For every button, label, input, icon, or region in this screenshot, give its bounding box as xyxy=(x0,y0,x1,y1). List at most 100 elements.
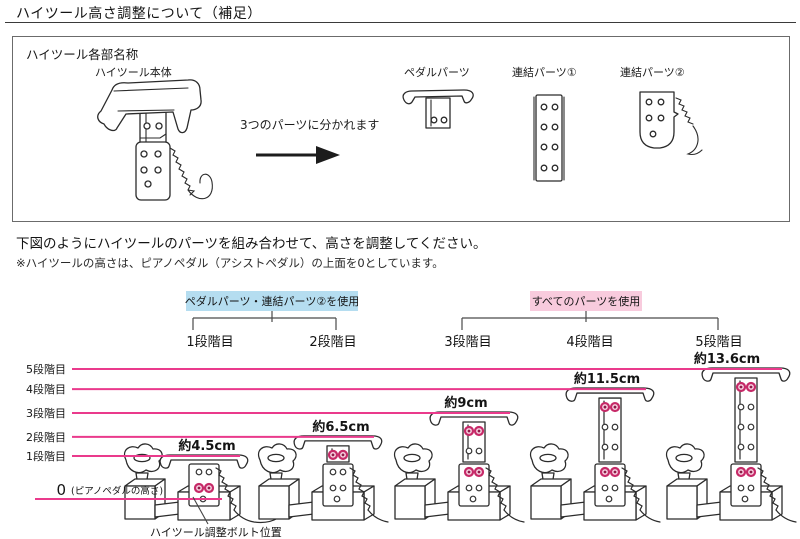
page-title: ハイツール高さ調整について（補足） xyxy=(16,6,262,22)
connector2-part-label: 連結パーツ② xyxy=(620,66,685,79)
bolt-hole xyxy=(601,423,609,431)
bolt-position-label: ハイツール調整ボルト位置 xyxy=(150,525,282,539)
pedal-part-label: ペダルパーツ xyxy=(404,66,470,79)
bolt-hole xyxy=(747,443,755,451)
group-label-box-1 xyxy=(186,291,358,311)
height-label-5: 約13.6cm xyxy=(694,351,760,367)
adjustment-bolt-center xyxy=(467,470,471,474)
connector2-illustration xyxy=(639,91,703,156)
wire xyxy=(367,509,389,523)
adjustment-bolt-center xyxy=(613,470,617,474)
connector1-illustration xyxy=(533,94,565,182)
wire xyxy=(639,509,661,523)
connector1-part-label: 連結パーツ① xyxy=(512,66,577,79)
bolt-hole xyxy=(339,468,347,476)
wire xyxy=(775,509,797,523)
adjustment-bolt-center xyxy=(739,470,743,474)
bolt-hole xyxy=(747,484,755,492)
group-bracket-2 xyxy=(461,311,719,330)
bolt-hole xyxy=(611,443,619,451)
bolt-hole xyxy=(611,484,619,492)
bolt-hole xyxy=(741,495,749,503)
axis-label-3: 3段階目 xyxy=(26,406,66,420)
adjustment-bolt-center xyxy=(477,429,481,433)
step-label-2段階目: 2段階目 xyxy=(309,335,356,350)
zero-label: 0 xyxy=(56,481,66,499)
clamp-knob-top xyxy=(675,453,693,463)
group-bracket-1 xyxy=(192,311,337,330)
parts-box-title: ハイツール各部名称 xyxy=(26,47,139,62)
bolt-hole xyxy=(205,468,213,476)
bolt-hole xyxy=(601,484,609,492)
instruction-note: ※ハイツールの高さは、ピアノペダル（アシストペダル）の上面を0としています。 xyxy=(16,256,444,270)
clamp-body xyxy=(666,485,698,520)
axis-label-1: 1段階目 xyxy=(26,449,66,463)
bolt-hole xyxy=(611,423,619,431)
height-label-3: 約9cm xyxy=(444,395,487,411)
clamp-body xyxy=(394,485,426,520)
adjustment-bolt-center xyxy=(613,405,617,409)
bolt-hole xyxy=(737,484,745,492)
bolt-hole xyxy=(329,468,337,476)
bolt-bracket xyxy=(322,463,354,507)
adjustment-bolt-center xyxy=(467,429,471,433)
clamp-knob-top xyxy=(539,453,557,463)
clamp-knob-top xyxy=(403,453,421,463)
bolt-hole xyxy=(737,423,745,431)
adjustment-bolt-center xyxy=(197,486,201,490)
adjustment-bolt-center xyxy=(207,486,211,490)
pedal-part-illustration xyxy=(402,89,474,129)
split-text: 3つのパーツに分かれます xyxy=(240,118,380,132)
spring xyxy=(349,467,371,511)
bolt-hole xyxy=(747,403,755,411)
body-pedal-bar xyxy=(97,79,202,134)
wire xyxy=(503,509,525,523)
bolt-hole xyxy=(747,423,755,431)
hitool-body-illustration xyxy=(97,79,213,201)
bolt-hole xyxy=(333,495,341,503)
height-diagram: 5段階目 4段階目 3段階目 2段階目 1段階目 0 (ピアノペダルの高さ) ペダルパーツ・連… xyxy=(26,291,797,539)
bolt-hole xyxy=(329,484,337,492)
adjustment-bolt-center xyxy=(749,470,753,474)
step-label-5段階目: 5段階目 xyxy=(695,335,742,350)
title-underline xyxy=(5,22,796,23)
adjustment-bolt-center xyxy=(341,453,345,457)
bolt-hole xyxy=(605,495,613,503)
hitool-body-label: ハイツール本体 xyxy=(95,66,172,79)
group-label-box-2 xyxy=(530,291,642,311)
adjustment-bolt-center xyxy=(331,453,335,457)
axis-label-5: 5段階目 xyxy=(26,362,66,376)
bolt-pointer-line xyxy=(192,496,209,525)
clamp-knob-top xyxy=(267,453,285,463)
bolt-hole xyxy=(475,484,483,492)
adjustment-bolt-center xyxy=(603,470,607,474)
bolt-hole xyxy=(195,468,203,476)
connector2-wire xyxy=(686,125,703,156)
spring xyxy=(485,467,507,511)
height-label-2: 約6.5cm xyxy=(312,419,369,435)
spring xyxy=(757,467,779,511)
axis-label-4: 4段階目 xyxy=(26,382,66,396)
bolt-hole xyxy=(469,495,477,503)
instruction-line: 下図のようにハイツールのパーツを組み合わせて、高さを調整してください。 xyxy=(16,236,487,252)
axis-label-2: 2段階目 xyxy=(26,430,66,444)
bolt-hole xyxy=(475,447,483,455)
zero-caption: (ピアノペダルの高さ) xyxy=(71,485,163,497)
split-arrow-icon xyxy=(256,146,340,164)
body-spring xyxy=(169,147,191,191)
adjustment-bolt-center xyxy=(739,385,743,389)
group-label-1: ペダルパーツ・連結パーツ②を使用 xyxy=(185,294,359,308)
adjustment-bolt-center xyxy=(749,385,753,389)
bolt-hole xyxy=(737,403,745,411)
bolt-hole xyxy=(465,447,473,455)
height-label-4: 約11.5cm xyxy=(574,371,640,387)
spring xyxy=(621,467,643,511)
bolt-hole xyxy=(339,484,347,492)
adjustment-bolt-center xyxy=(603,405,607,409)
adjustment-bolt-center xyxy=(477,470,481,474)
body-hook-wire xyxy=(187,173,213,200)
step-label-1段階目: 1段階目 xyxy=(186,335,233,350)
step-label-3段階目: 3段階目 xyxy=(444,335,491,350)
step-label-4段階目: 4段階目 xyxy=(566,335,613,350)
